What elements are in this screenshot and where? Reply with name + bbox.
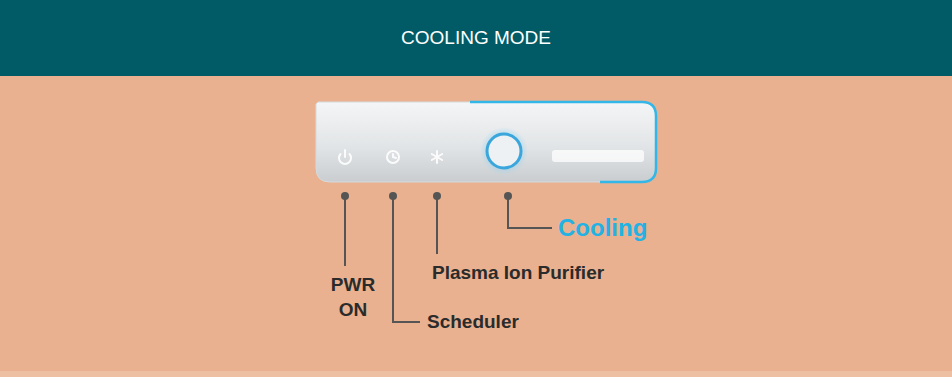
bottom-strip [0, 371, 952, 377]
leader-lines [345, 196, 552, 322]
title-band [0, 0, 952, 76]
cooling-ring [487, 134, 521, 168]
leader-dots [341, 192, 512, 200]
cooling-glow [480, 127, 528, 175]
brand-logo [552, 150, 644, 162]
title: COOLING MODE [0, 0, 952, 76]
control-panel [316, 102, 656, 182]
scheduler-label: Scheduler [427, 310, 519, 334]
cooling-label: Cooling [558, 216, 647, 240]
background [0, 76, 952, 377]
power-label: PWR ON [331, 272, 375, 322]
purifier-label: Plasma Ion Purifier [432, 261, 604, 285]
panel-icons [339, 150, 442, 164]
panel-edge-light [470, 102, 656, 182]
